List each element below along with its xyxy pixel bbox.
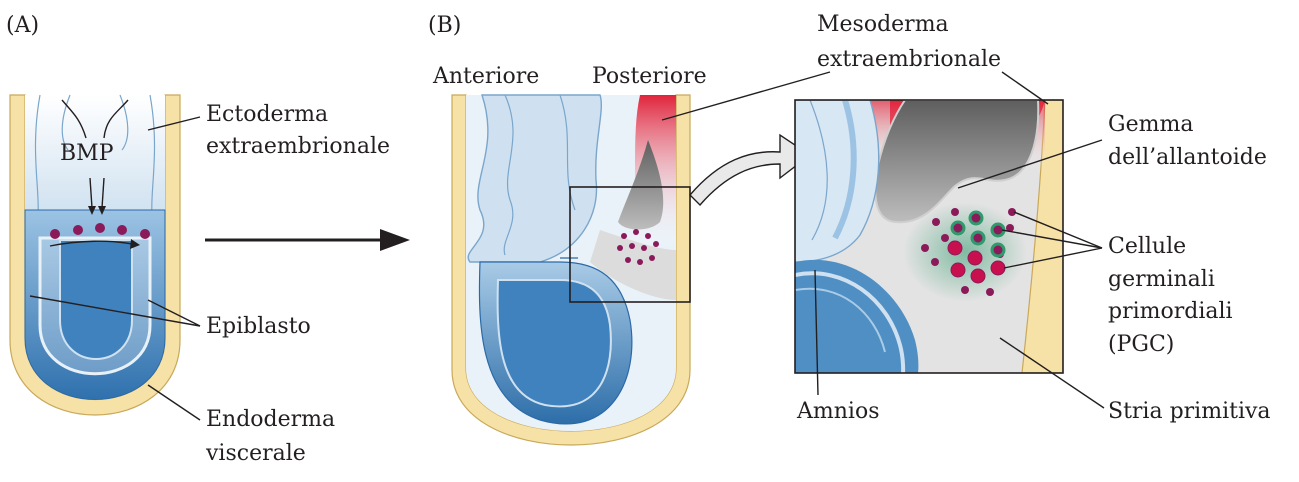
pgc-label-line3: primordiali: [1108, 299, 1233, 324]
pgc-label-line2: germinali: [1108, 267, 1215, 292]
posterior-label: Posteriore: [592, 64, 707, 89]
panel-b: (B) Anteriore Posteriore: [428, 12, 1271, 445]
panel-b-label: (B): [428, 13, 461, 38]
ectoderm-label-line2: extraembrionale: [206, 134, 390, 159]
anterior-label: Anteriore: [432, 64, 539, 89]
pgc-label-line1: Cellule: [1108, 234, 1186, 259]
allantois-label-line2: dell’allantoide: [1108, 145, 1267, 170]
zoom-arrow: [690, 135, 810, 205]
mesoderm-label-line1: Mesoderma: [817, 12, 949, 37]
pgc-label-line4: (PGC): [1108, 332, 1174, 357]
ectoderm-label-line1: Ectoderma: [206, 102, 328, 127]
epiblast-label: Epiblasto: [206, 314, 311, 339]
transition-arrow: [205, 229, 410, 251]
endoderm-label-line1: Endoderma: [206, 407, 335, 432]
panel-a-label: (A): [6, 13, 39, 38]
streak-label: Stria primitiva: [1108, 399, 1271, 424]
bmp-label: BMP: [60, 141, 114, 166]
mesoderm-label-line2: extraembrionale: [817, 47, 1001, 72]
endoderm-label-line2: viscerale: [205, 441, 306, 466]
inset-detail: [795, 100, 1063, 373]
allantois-label-line1: Gemma: [1108, 112, 1193, 137]
amnion-label: Amnios: [796, 399, 880, 424]
